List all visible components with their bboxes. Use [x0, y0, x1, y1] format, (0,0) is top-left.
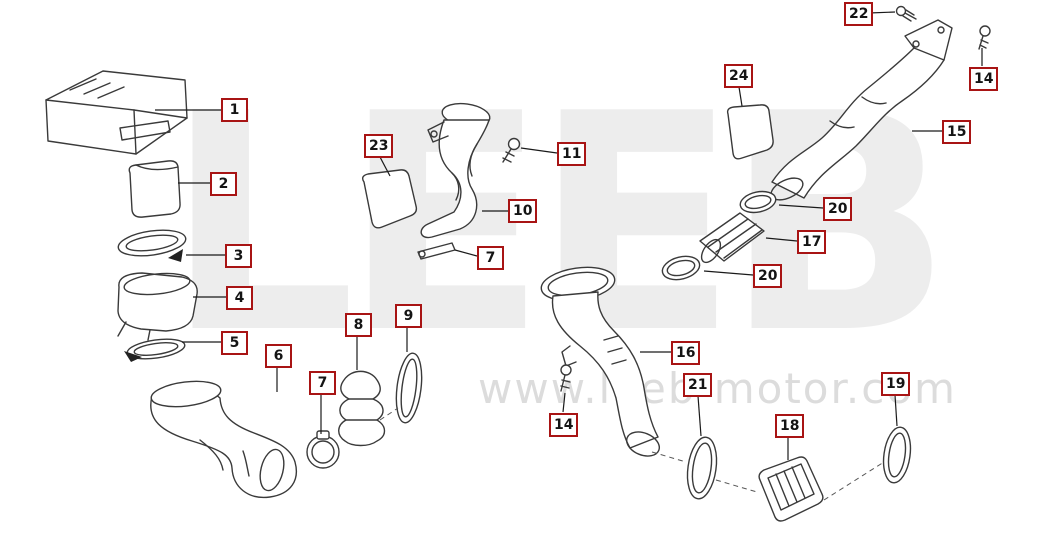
part-4-housing [117, 272, 198, 341]
part-15-duct [770, 19, 953, 201]
callout-label-9: 9 [395, 304, 422, 328]
callout-label-4: 4 [226, 286, 253, 310]
callout-label-8: 8 [345, 313, 372, 337]
part-14-screw-bottom [560, 364, 572, 392]
part-9-seal [395, 352, 423, 424]
part-2-duct [128, 160, 181, 218]
part-10-duct [420, 102, 491, 239]
part-14-screw-top [978, 25, 991, 50]
part-11-bolt [502, 137, 521, 163]
callout-label-14-top: 14 [969, 67, 999, 91]
callout-label-16: 16 [671, 341, 701, 365]
callout-label-24: 24 [724, 64, 754, 88]
part-17-tube [699, 212, 765, 264]
part-19-seal [882, 426, 912, 484]
part-22-screw [895, 5, 917, 22]
part-1-airbox [45, 70, 188, 155]
leader-lines [155, 11, 983, 460]
callout-label-20-top: 20 [823, 197, 853, 221]
assembly-arrow [124, 351, 142, 362]
callout-label-6: 6 [265, 344, 292, 368]
part-20-clamp-bottom [661, 255, 701, 281]
part-20-clamp-top [739, 190, 777, 214]
part-24-pad [726, 104, 774, 160]
callout-label-20-bottom: 20 [753, 264, 783, 288]
part-16-duct [540, 266, 660, 457]
callout-label-11: 11 [557, 142, 587, 166]
watermark-url: www.leeb-motor.com [478, 364, 957, 413]
callout-label-15: 15 [942, 120, 972, 144]
part-6-duct [150, 380, 297, 499]
assembly-dashed-lines [379, 407, 885, 501]
callout-label-10: 10 [508, 199, 538, 223]
callout-label-14-bottom: 14 [549, 413, 579, 437]
callout-label-22: 22 [844, 2, 874, 26]
part-21-seal [686, 436, 718, 500]
part-7-clamp-left [306, 430, 340, 469]
callout-label-18: 18 [775, 414, 805, 438]
callout-label-23: 23 [364, 134, 394, 158]
callout-label-17: 17 [797, 230, 827, 254]
part-3-seal [117, 229, 187, 257]
callout-label-2: 2 [210, 172, 237, 196]
part-23-pad [361, 169, 418, 229]
callout-label-1: 1 [221, 98, 248, 122]
callout-label-7-mid: 7 [477, 246, 504, 270]
part-8-boot [338, 370, 386, 447]
callout-label-19: 19 [881, 372, 911, 396]
assembly-arrow [168, 249, 183, 262]
callout-label-21: 21 [683, 373, 713, 397]
part-5-seal [126, 338, 186, 360]
part-18-vent [758, 456, 824, 522]
callout-label-7-left: 7 [309, 371, 336, 395]
callout-label-5: 5 [221, 331, 248, 355]
callout-label-3: 3 [225, 244, 252, 268]
